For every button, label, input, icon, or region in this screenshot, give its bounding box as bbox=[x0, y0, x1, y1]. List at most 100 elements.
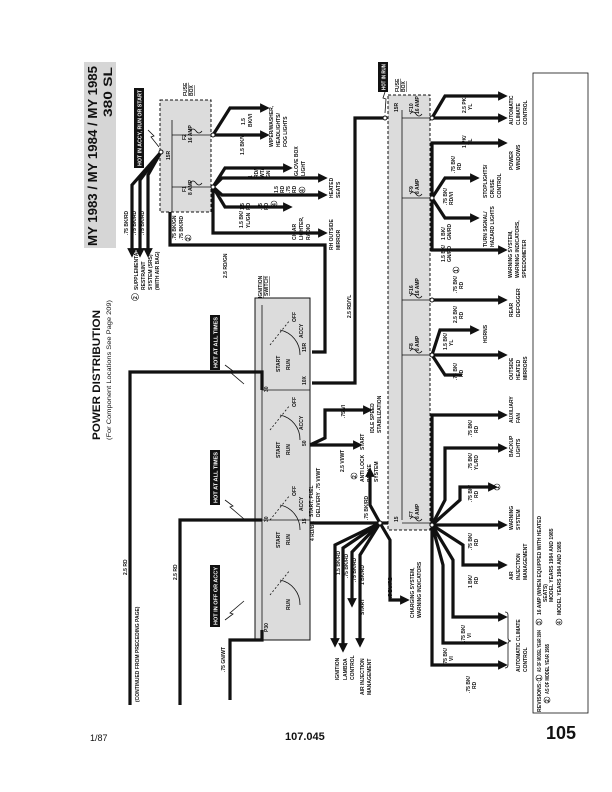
diagram-label: MANAGEMENT bbox=[523, 544, 529, 580]
start-label: START bbox=[360, 434, 366, 450]
diagram-label: .75 BK/ bbox=[443, 647, 449, 665]
diagram-label: ACCY bbox=[299, 496, 305, 511]
stoplights-label: STOPLIGHTS/ bbox=[483, 164, 489, 198]
diagram-label: LIGHTS bbox=[516, 438, 522, 457]
fuse-box-2-terminal-bottom: 15 bbox=[394, 516, 400, 522]
aux-fan-label: AUXILIARY bbox=[509, 396, 515, 423]
power-windows-label: POWER bbox=[509, 151, 515, 170]
diagram-label: ACCY bbox=[299, 415, 305, 430]
hot-in-run-label: HOT IN RUN bbox=[382, 64, 388, 90]
wire-label: .75 BK/RD bbox=[140, 210, 146, 235]
rh-mirror-label: RH OUTSIDE bbox=[329, 219, 335, 251]
charging-system-label: CHARGING SYSTEM, bbox=[410, 567, 416, 618]
diagram-label: START bbox=[276, 442, 282, 458]
fuse-f8-amp: 8 AMP bbox=[415, 335, 421, 351]
diagram-label: LIGHTER, bbox=[299, 216, 305, 240]
diagram-label: 1 bbox=[454, 269, 460, 272]
backup-lights-label: BACKUP bbox=[509, 435, 515, 457]
diagram-label: RD bbox=[264, 202, 270, 210]
diagram-label: .75 BK/ bbox=[461, 624, 467, 642]
glove-box-label: GLOVE BOX bbox=[294, 146, 300, 176]
fuse-f9-amp: 8 AMP bbox=[415, 178, 421, 194]
wires bbox=[127, 91, 508, 705]
right-labels: 2.5 PK/ YL AUTOMATIC CLIMATE CONTROL 1 P… bbox=[441, 95, 529, 693]
diagram-label: INJECTION bbox=[516, 553, 522, 580]
diagram-label: 4 bbox=[557, 621, 563, 624]
diagram-label: CONTROL bbox=[523, 100, 529, 125]
terminal-15: 15 bbox=[302, 518, 308, 524]
diagram-label: YL bbox=[449, 340, 455, 346]
diagram-label: 1.5 BK/RD bbox=[336, 550, 342, 575]
diagram-label: RADIO bbox=[306, 224, 312, 240]
diagram-label: ACCY bbox=[299, 323, 305, 338]
diagram-label: RD bbox=[280, 185, 286, 193]
diagram-label: 16 AMP (WHEN EQUIPPED WITH HEATED bbox=[537, 516, 543, 615]
wire-label: 2.5 RD bbox=[173, 564, 179, 580]
diagram-label: 1 bbox=[537, 677, 543, 680]
diagram-label: RD bbox=[459, 281, 465, 289]
diagram-label: RUN bbox=[286, 444, 292, 455]
diagram-label: RD bbox=[474, 490, 480, 498]
ignition-switch-box bbox=[254, 297, 311, 641]
diagram-label: RD bbox=[246, 202, 252, 210]
diagram-label: OFF bbox=[292, 397, 298, 407]
cigar-lighter-label: CIGAR bbox=[292, 224, 298, 241]
diagram-label: .75 BK/ bbox=[468, 484, 474, 502]
diagram-label: WT/ bbox=[260, 168, 266, 178]
diagram-label: BRAKE bbox=[367, 464, 373, 482]
diagram-label: .75 VI bbox=[341, 404, 347, 418]
diagram-label: START bbox=[276, 356, 282, 372]
ignition-positions: OFF ACCY RUN START OFF ACCY RUN START RU… bbox=[276, 312, 305, 610]
fuse-f1-label: F1 bbox=[182, 186, 188, 192]
diagram-label: 4 bbox=[272, 203, 278, 206]
diagram-label: .75 BK/RD bbox=[179, 215, 185, 240]
upper-labels: 1.5 BK/VI 1.5 BK/VI WIPER/WASHER, HEADLI… bbox=[172, 105, 353, 318]
fuse-box-right-internals bbox=[401, 110, 432, 524]
diagram-label: WARNING INDICATORS bbox=[417, 561, 423, 618]
diagram-label: 2.5 PK/ bbox=[462, 96, 468, 113]
fuse-box-upper-internals bbox=[171, 120, 213, 212]
warning-system-label: WARNING SYSTEM, bbox=[508, 230, 514, 278]
fuse-box-1-label-2: BOX bbox=[189, 85, 195, 97]
footer-date: 1/87 bbox=[90, 733, 108, 743]
revisions-box bbox=[532, 72, 589, 714]
diagram-label: SYSTEM bbox=[516, 509, 522, 530]
diagram-label: .75 BK/ bbox=[443, 187, 449, 205]
diagram-label: RD bbox=[474, 576, 480, 584]
fuse-icons bbox=[409, 111, 423, 522]
diagram-label: .75 BK/ bbox=[468, 419, 474, 437]
fuse-f2-icon bbox=[189, 128, 203, 134]
diagram-label: HEADLIGHTS/ bbox=[276, 113, 282, 148]
diagram-label: AS OF MODEL YEAR 1984 bbox=[537, 630, 543, 672]
diagram-label: .75 bbox=[286, 186, 292, 193]
diagram-label: GN/RD bbox=[447, 246, 453, 263]
page-title: POWER DISTRIBUTION bbox=[91, 310, 103, 440]
fuse-f10-label: F10 bbox=[409, 103, 415, 112]
diagram-label: CONTROL bbox=[350, 655, 356, 680]
diagram-label: 2 bbox=[186, 237, 192, 240]
fuse-box-2-terminal-top: 15R bbox=[394, 102, 400, 112]
srs-label: SUPPLEMENTAL bbox=[134, 250, 140, 290]
diagram-label: YL bbox=[468, 104, 474, 110]
fuse-f8-label: F8 bbox=[409, 343, 415, 349]
diagram-label: DELIVERY bbox=[316, 492, 322, 517]
diagram-label: GN bbox=[266, 170, 272, 178]
diagram-label: CLIMATE bbox=[516, 102, 522, 125]
diagram-label: .75 BK/ bbox=[468, 452, 474, 470]
note-number: 2 bbox=[133, 296, 139, 299]
diagram-label: 2.5 RD/GN bbox=[223, 253, 229, 278]
diagram-label: .75 BK/RD bbox=[364, 495, 370, 520]
fuse-box-1-terminal: 15R bbox=[166, 150, 172, 160]
wire-label: 2.5 RD bbox=[123, 559, 129, 575]
diagram-label: VI bbox=[467, 633, 473, 638]
rear-defogger-label: REAR bbox=[509, 302, 515, 317]
diagram-label: 1 BK/RD bbox=[360, 565, 366, 585]
diagram-label: 1 BK/ bbox=[468, 575, 474, 588]
fuse-box-1-label: FUSE bbox=[183, 82, 189, 96]
diagram-label: 1.5 bbox=[274, 186, 280, 193]
climate-bottom-label: AUTOMATIC CLIMATE bbox=[516, 619, 522, 672]
hot-off-accy-label: HOT IN OFF OR ACCY bbox=[214, 566, 220, 625]
fuse-f16-label: F16 bbox=[409, 285, 415, 294]
diagram-label: RD/VI bbox=[449, 191, 455, 205]
